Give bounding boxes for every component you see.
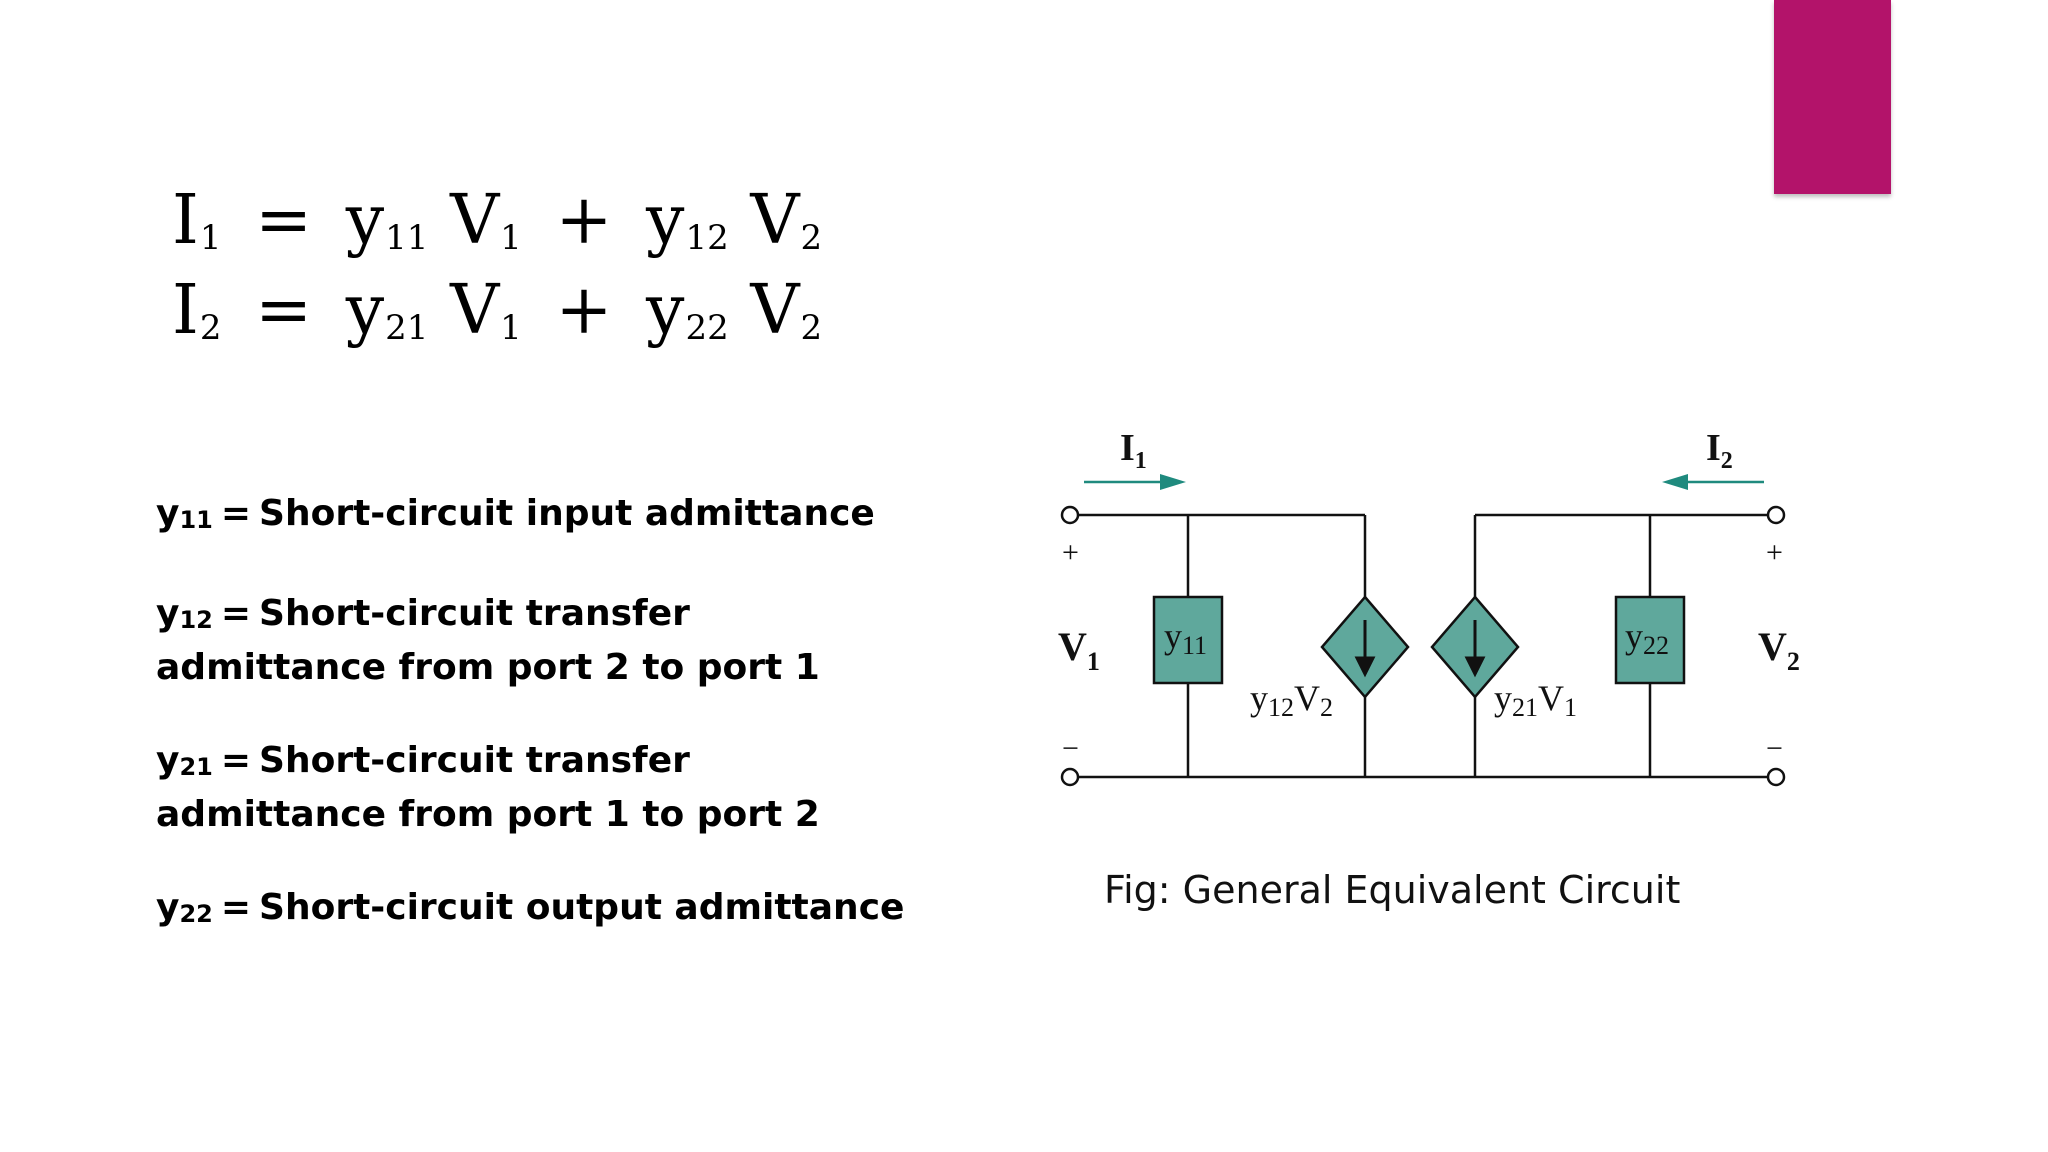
label-y11: y11: [1164, 616, 1207, 660]
def-y22-sub: 22: [179, 900, 213, 928]
eq1-t1: y: [345, 181, 385, 260]
circuit-wires: [1070, 513, 1768, 779]
def-y21-sub: 21: [179, 753, 213, 781]
eq1-lhs: I: [172, 181, 199, 260]
def-y12-text: Short-circuit transfer admittance from p…: [156, 593, 820, 688]
eq1-t1v-sub: 1: [500, 218, 522, 258]
eq2-t1: y: [345, 271, 385, 350]
y-parameter-equations: I1 = y11 V1 + y12 V2 I2 = y21 V1 + y22 V…: [172, 176, 822, 356]
label-y22: y22: [1625, 616, 1669, 660]
equivalent-circuit-diagram: I1 I2 + V1 − + V2 − y11 y22 y12V2 y21V1: [1058, 427, 1800, 787]
eq2-t1-sub: 21: [385, 308, 429, 348]
definition-y21: y21=Short-circuit transfer admittance fr…: [156, 737, 916, 838]
label-v1: V1: [1058, 624, 1100, 676]
eq2-equals: =: [255, 271, 313, 350]
label-v2: V2: [1758, 624, 1800, 676]
eq2-t1v-sub: 1: [500, 308, 522, 348]
eq2-t1v: V: [450, 271, 500, 350]
def-y12-sym: y: [156, 593, 180, 634]
def-y22-text: Short-circuit output admittance: [259, 887, 905, 928]
definition-y12: y12=Short-circuit transfer admittance fr…: [156, 590, 916, 691]
def-y21-text: Short-circuit transfer admittance from p…: [156, 740, 820, 835]
eq1-equals: =: [255, 181, 313, 260]
terminal-2-bottom: [1766, 767, 1786, 787]
admittance-y11: [1152, 595, 1224, 685]
v2-plus: +: [1766, 536, 1783, 569]
v1-plus: +: [1062, 536, 1079, 569]
figure-caption: Fig: General Equivalent Circuit: [1104, 868, 1681, 912]
def-y11-sub: 11: [179, 506, 213, 534]
def-y11-text: Short-circuit input admittance: [259, 493, 875, 534]
v2-minus: −: [1766, 732, 1783, 765]
def-y21-equals: =: [220, 740, 252, 781]
eq1-t2: y: [646, 181, 685, 260]
def-y12-equals: =: [220, 593, 252, 634]
equation-i2: I2 = y21 V1 + y22 V2: [172, 266, 822, 356]
label-y21v1: y21V1: [1494, 678, 1577, 722]
down-arrow-icon: [1354, 620, 1376, 678]
eq1-t2v-sub: 2: [800, 218, 823, 258]
terminal-1-bottom: [1060, 767, 1080, 787]
def-y21-sym: y: [156, 740, 180, 781]
def-y22-sym: y: [156, 887, 180, 928]
eq2-lhs-sub: 2: [199, 308, 222, 348]
admittance-y22: [1614, 595, 1686, 685]
eq1-plus: +: [555, 181, 613, 260]
eq2-t2v: V: [750, 271, 800, 350]
terminal-1-top: [1060, 505, 1080, 525]
eq1-lhs-sub: 1: [199, 218, 222, 258]
v1-minus: −: [1062, 732, 1079, 765]
equation-i1: I1 = y11 V1 + y12 V2: [172, 176, 822, 266]
eq2-t2v-sub: 2: [800, 308, 823, 348]
down-arrow-icon: [1464, 620, 1486, 678]
label-y12v2: y12V2: [1250, 678, 1333, 722]
eq2-lhs: I: [172, 271, 199, 350]
eq2-plus: +: [555, 271, 613, 350]
parameter-definitions: y11=Short-circuit input admittance y12=S…: [156, 490, 916, 984]
eq1-t2-sub: 12: [685, 218, 729, 258]
label-i2: I2: [1706, 427, 1733, 474]
eq1-t1v: V: [450, 181, 500, 260]
terminal-2-top: [1766, 505, 1786, 525]
def-y11-equals: =: [220, 493, 252, 534]
i2-arrow-head: [1662, 474, 1688, 490]
eq1-t1-sub: 11: [385, 218, 429, 258]
eq2-t2-sub: 22: [685, 308, 729, 348]
def-y22-equals: =: [220, 887, 252, 928]
def-y12-sub: 12: [179, 606, 213, 634]
label-i1: I1: [1120, 427, 1147, 474]
def-y11-sym: y: [156, 493, 180, 534]
accent-bar: [1774, 0, 1891, 194]
eq1-t2v: V: [750, 181, 800, 260]
i1-arrow-head: [1160, 474, 1186, 490]
definition-y22: y22=Short-circuit output admittance: [156, 884, 916, 938]
eq2-t2: y: [646, 271, 685, 350]
definition-y11: y11=Short-circuit input admittance: [156, 490, 916, 544]
